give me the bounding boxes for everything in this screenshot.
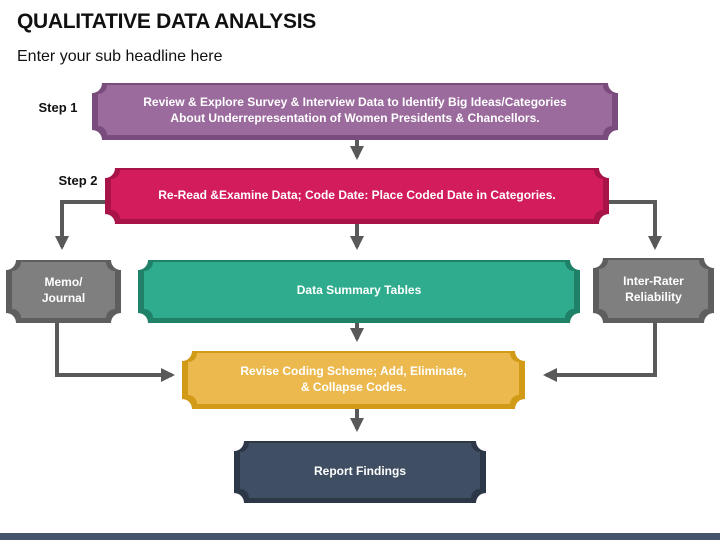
plaque-shape: [593, 258, 714, 323]
flow-box-report-findings-text: Report Findings: [314, 463, 406, 478]
step1-label: Step 1: [38, 100, 78, 115]
plaque-shape: [92, 83, 618, 140]
flow-box-revise-coding-scheme: Revise Coding Scheme; Add, Eliminate, & …: [182, 351, 525, 409]
flow-box-inter-rater-reliability: Inter-Rater Reliability: [593, 258, 714, 323]
flow-box-step1-text: Review & Explore Survey & Interview Data…: [143, 95, 567, 125]
flow-box-inter-rater-reliability-text: Inter-Rater Reliability: [623, 274, 684, 304]
step2-label: Step 2: [58, 173, 98, 188]
flow-box-memo-journal: Memo/ Journal: [6, 260, 121, 323]
arrow-memo-to-revise: [55, 318, 175, 382]
arrow-step2-to-memo: [55, 200, 111, 250]
flow-box-step1: Review & Explore Survey & Interview Data…: [92, 83, 618, 140]
flow-box-data-summary-tables: Data Summary Tables: [138, 260, 580, 323]
arrow-interrater-to-revise: [543, 318, 657, 382]
plaque-shape: [182, 351, 525, 409]
plaque-shape: [6, 260, 121, 323]
arrow-step2-to-interrater: [603, 200, 662, 250]
flow-box-report-findings: Report Findings: [234, 441, 486, 503]
flow-box-revise-coding-scheme-text: Revise Coding Scheme; Add, Eliminate, & …: [240, 363, 467, 394]
flow-box-data-summary-tables-text: Data Summary Tables: [296, 283, 422, 297]
plaque-shape: [105, 168, 609, 224]
flow-box-memo-journal-text: Memo/ Journal: [41, 275, 86, 305]
footer-accent-bar: [0, 533, 720, 540]
plaque-shape: [138, 260, 580, 323]
slide-subtitle: Enter your sub headline here: [17, 48, 223, 65]
slide-title: QUALITATIVE DATA ANALYSIS: [17, 10, 316, 33]
flow-box-step2: Re-Read &Examine Data; Code Date: Place …: [105, 168, 609, 224]
plaque-shape: [234, 441, 486, 503]
flow-box-step2-text: Re-Read &Examine Data; Code Date: Place …: [158, 187, 556, 202]
